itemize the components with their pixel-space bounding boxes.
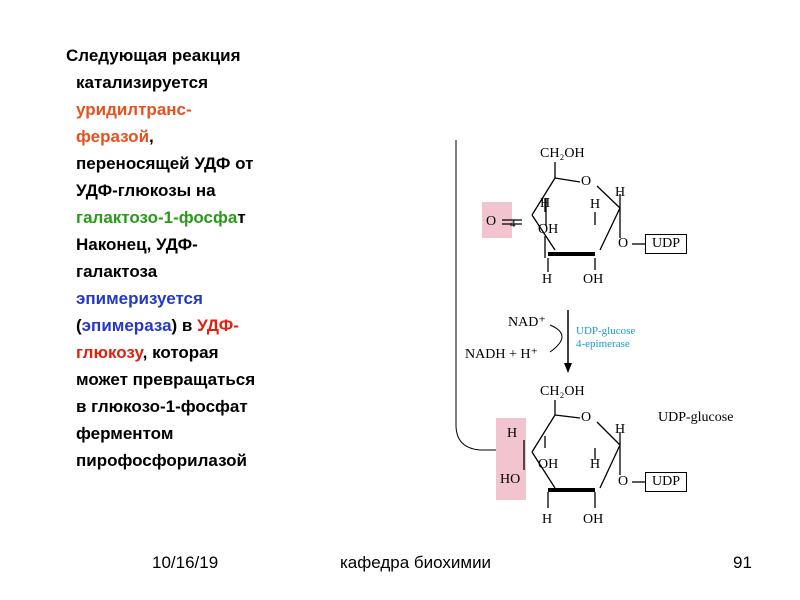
bottom-ch2oh-label: CH₂OH [540,384,585,399]
top-c4-h-label: H [540,196,551,211]
text-line: может превращаться [66,366,346,393]
text-segment: Наконец, УДФ- [76,235,198,254]
top-carbonyl-o-label: O [486,214,497,229]
text-line: уридилтранс- [66,96,346,123]
text-line: галактозо-1-фосфат [66,204,346,231]
text-line: глюкозу, которая [66,339,346,366]
reaction-arrowhead [564,363,572,373]
text-line: эпимеризуется [66,285,346,312]
top-c4-number-label: 4 [510,218,516,230]
top-udp-oxygen-label: O [618,236,629,251]
top-c3-oh-label: OH [538,222,559,237]
text-segment: ( [76,316,82,335]
text-line: Следующая реакция [66,42,346,69]
bottom-ring-bonds [523,400,645,508]
text-segment: , [149,127,154,146]
text-segment: т [237,208,246,227]
top-c2-oh-label: OH [583,272,604,287]
text-segment: в глюкозо-1-фосфат [76,397,248,416]
footer-department: кафедра биохимии [340,553,492,572]
bottom-c3-h-label: H [542,512,553,527]
text-line: феразой, [66,123,346,150]
slide-body-text: Следующая реакция катализируется уридилтра… [66,42,346,474]
text-segment: галактоза [76,262,158,281]
epimerase-reaction-diagram: CH₂OH O H O 4 H OH H O UDP H OH NAD⁺ NAD… [440,130,770,540]
footer-page-number: 91 [733,553,752,572]
text-segment: катализируется [76,73,208,92]
text-segment: УДФ-глюкозы на [76,181,216,200]
top-ring-oxygen-label: O [581,174,592,189]
top-ch2oh-label: CH₂OH [540,146,585,161]
top-c2-h-label: H [590,197,601,212]
bottom-udp-box: UDP [645,472,688,492]
cofactor-curve [549,324,563,353]
top-udp-box: UDP [645,234,688,254]
bottom-c2-h-label: H [590,457,601,472]
bottom-anomeric-h-label: H [615,422,626,437]
nadh-label: NADH + H⁺ [465,347,538,362]
text-segment: пирофосфорилазой [76,451,247,470]
bottom-c4-ho-label: HO [500,472,521,487]
text-segment: , которая [142,343,219,362]
udp-glucose-label: UDP-glucose [658,410,734,425]
text-line: Наконец, УДФ- [66,231,346,258]
text-line: (эпимераза) в УДФ- [66,312,346,339]
nad-label: NAD⁺ [508,315,546,330]
text-line: ферментом [66,420,346,447]
text-segment: эпимераза [81,316,172,335]
top-c3-h-label: H [542,272,553,287]
bottom-c3-oh-label: OH [538,457,559,472]
bottom-ring-oxygen-label: O [581,410,592,425]
bottom-c2-oh-label: OH [583,512,604,527]
enzyme-name-line2: 4-epimerase [576,338,630,350]
diagram-lines [455,140,645,508]
footer-date: 10/16/19 [152,553,219,572]
text-segment: ферментом [76,424,174,443]
bottom-udp-oxygen-label: O [618,474,629,489]
text-segment: галактозо-1-фосфа [76,208,238,227]
text-segment: уридилтранс- [76,100,192,119]
text-segment: ) в [171,316,198,335]
text-segment: может превращаться [76,370,256,389]
text-segment: эпимеризуется [76,289,203,308]
top-anomeric-h-label: H [615,185,626,200]
bottom-c4-h-label: H [507,426,518,441]
text-line: переносящей УДФ от [66,150,346,177]
text-segment: переносящей УДФ от [76,154,254,173]
text-segment: УДФ- [197,316,239,335]
text-line: пирофосфорилазой [66,447,346,474]
text-segment: феразой [76,127,150,146]
text-line: галактоза [66,258,346,285]
text-line: в глюкозо-1-фосфат [66,393,346,420]
bracket-line [455,140,496,451]
enzyme-name-line1: UDP-glucose [576,325,636,337]
text-line: катализируется [66,69,346,96]
c4-highlight-bottom [496,418,526,500]
text-line: УДФ-глюкозы на [66,177,346,204]
text-segment: глюкозу [76,343,143,362]
top-ring-bonds [502,162,645,272]
text-segment: Следующая реакция [66,46,241,65]
